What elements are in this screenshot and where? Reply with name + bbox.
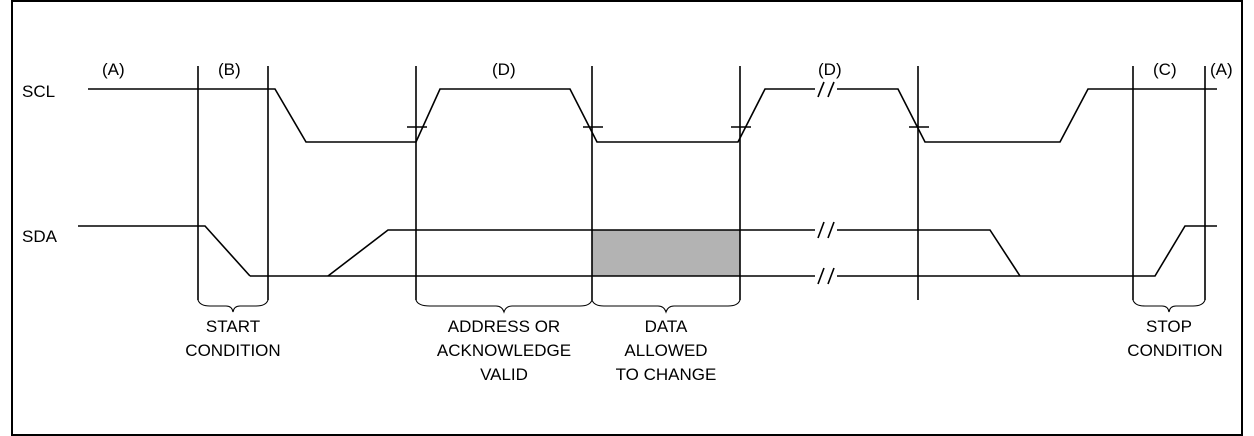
marker-a-right: (A)	[1210, 60, 1233, 79]
sda-high-line	[78, 225, 251, 277]
stop-brace	[1132, 299, 1206, 313]
data-line-3: TO CHANGE	[616, 365, 717, 384]
start-condition-label: START CONDITION	[185, 317, 280, 360]
address-line-3: VALID	[480, 365, 528, 384]
scl-label: SCL	[22, 82, 55, 101]
data-brace	[591, 299, 741, 314]
sda-break-mark-high	[817, 221, 835, 239]
start-line-1: START	[206, 317, 260, 336]
sda-bit-high-cont	[837, 229, 1021, 277]
data-line-1: DATA	[645, 317, 688, 336]
sda-bit-high	[327, 229, 815, 277]
scl-break-mark	[817, 81, 835, 98]
start-line-2: CONDITION	[185, 341, 280, 360]
data-change-region	[592, 230, 740, 276]
scl-waveform-cont	[837, 88, 1217, 143]
scl-waveform	[88, 88, 815, 143]
sda-low-line-cont	[837, 225, 1217, 277]
address-line-1: ADDRESS OR	[448, 317, 560, 336]
stop-line-1: STOP	[1146, 317, 1192, 336]
stop-condition-label: STOP CONDITION	[1127, 317, 1222, 360]
diagram-frame	[11, 0, 1243, 436]
address-valid-label: ADDRESS OR ACKNOWLEDGE VALID	[437, 317, 571, 384]
marker-d-second: (D)	[818, 60, 842, 79]
marker-b: (B)	[218, 60, 241, 79]
marker-c: (C)	[1153, 60, 1177, 79]
data-line-2: ALLOWED	[624, 341, 707, 360]
address-line-2: ACKNOWLEDGE	[437, 341, 571, 360]
marker-d-first: (D)	[492, 60, 516, 79]
address-brace	[415, 299, 593, 314]
sda-break-mark-low	[817, 267, 835, 285]
stop-line-2: CONDITION	[1127, 341, 1222, 360]
sda-label: SDA	[22, 227, 58, 246]
data-change-label: DATA ALLOWED TO CHANGE	[616, 317, 717, 384]
start-brace	[197, 299, 269, 313]
marker-a-left: (A)	[102, 60, 125, 79]
